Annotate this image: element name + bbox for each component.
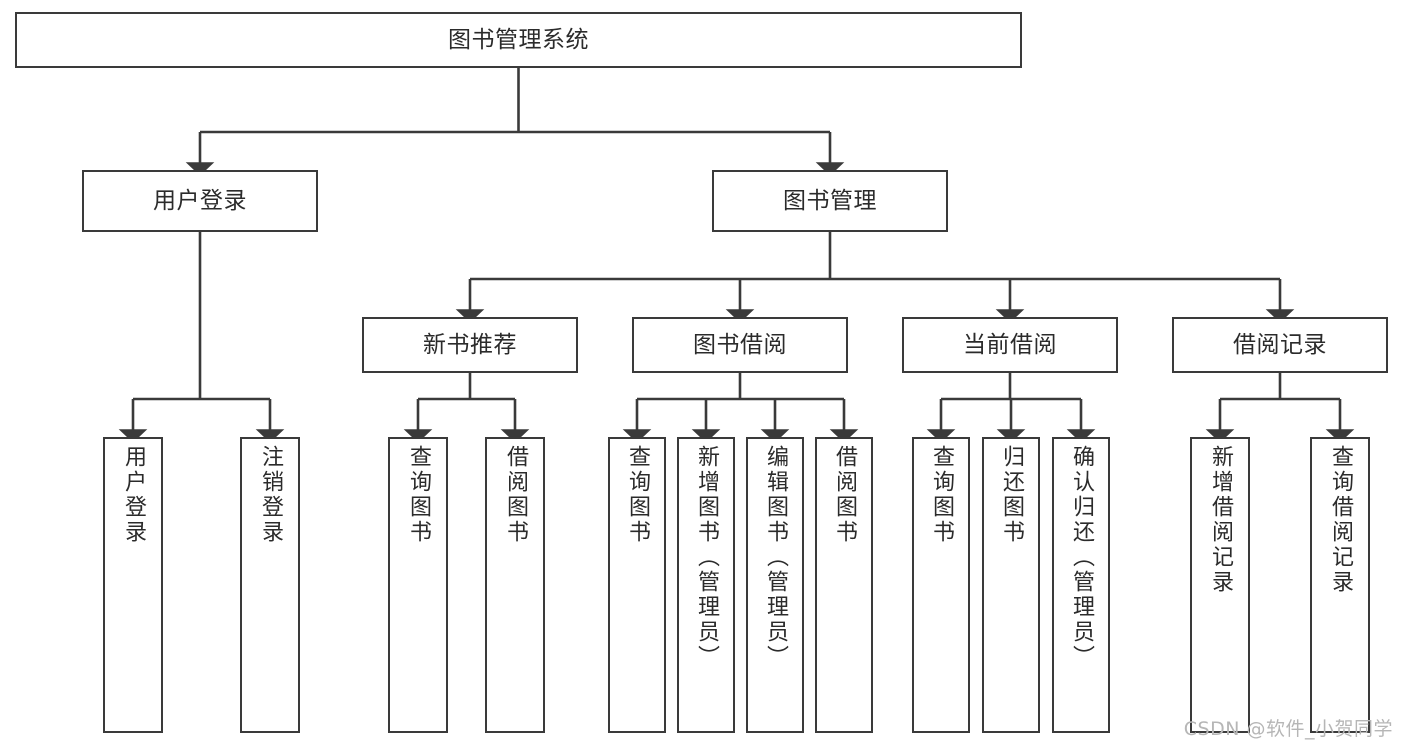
leaf-node-edit-book-admin[interactable]: 编辑图书（管理员） (746, 437, 804, 733)
node-label: 编辑图书（管理员） (763, 445, 788, 670)
leaf-node-query-book-current[interactable]: 查询图书 (912, 437, 970, 733)
node-label: 用户登录 (121, 445, 146, 545)
leaf-node-add-borrow-record[interactable]: 新增借阅记录 (1190, 437, 1250, 733)
leaf-node-return-book[interactable]: 归还图书 (982, 437, 1040, 733)
node-label: 借阅图书 (503, 445, 528, 545)
node-label: 图书管理系统 (448, 26, 589, 53)
node-label: 图书借阅 (693, 331, 787, 358)
leaf-node-user-login[interactable]: 用户登录 (103, 437, 163, 733)
leaf-node-query-borrow-record[interactable]: 查询借阅记录 (1310, 437, 1370, 733)
node-label: 查询图书 (929, 445, 954, 545)
node-label: 新书推荐 (423, 331, 517, 358)
leaf-node-confirm-return-admin[interactable]: 确认归还（管理员） (1052, 437, 1110, 733)
node-book-management-system[interactable]: 图书管理系统 (15, 12, 1022, 68)
node-new-book-recommend[interactable]: 新书推荐 (362, 317, 578, 373)
leaf-node-add-book-admin[interactable]: 新增图书（管理员） (677, 437, 735, 733)
leaf-node-borrow-book[interactable]: 借阅图书 (815, 437, 873, 733)
node-label: 图书管理 (783, 187, 877, 214)
watermark-text: CSDN @软件_小贺同学 (1183, 718, 1393, 740)
leaf-node-query-book-borrow[interactable]: 查询图书 (608, 437, 666, 733)
node-borrow-record[interactable]: 借阅记录 (1172, 317, 1388, 373)
node-label: 新增图书（管理员） (694, 445, 719, 670)
node-label: 用户登录 (153, 187, 247, 214)
node-label: 当前借阅 (963, 331, 1057, 358)
leaf-node-user-logout[interactable]: 注销登录 (240, 437, 300, 733)
leaf-node-borrow-book-recommend[interactable]: 借阅图书 (485, 437, 545, 733)
leaf-node-query-book-recommend[interactable]: 查询图书 (388, 437, 448, 733)
node-label: 查询借阅记录 (1328, 445, 1353, 595)
node-book-management[interactable]: 图书管理 (712, 170, 948, 232)
node-label: 新增借阅记录 (1208, 445, 1233, 595)
node-label: 注销登录 (258, 445, 283, 545)
node-label: 借阅记录 (1233, 331, 1327, 358)
node-user-login[interactable]: 用户登录 (82, 170, 318, 232)
node-label: 查询图书 (406, 445, 431, 545)
node-label: 归还图书 (999, 445, 1024, 545)
node-label: 确认归还（管理员） (1069, 445, 1094, 670)
node-current-borrow[interactable]: 当前借阅 (902, 317, 1118, 373)
node-book-borrow[interactable]: 图书借阅 (632, 317, 848, 373)
node-label: 查询图书 (625, 445, 650, 545)
node-label: 借阅图书 (832, 445, 857, 545)
